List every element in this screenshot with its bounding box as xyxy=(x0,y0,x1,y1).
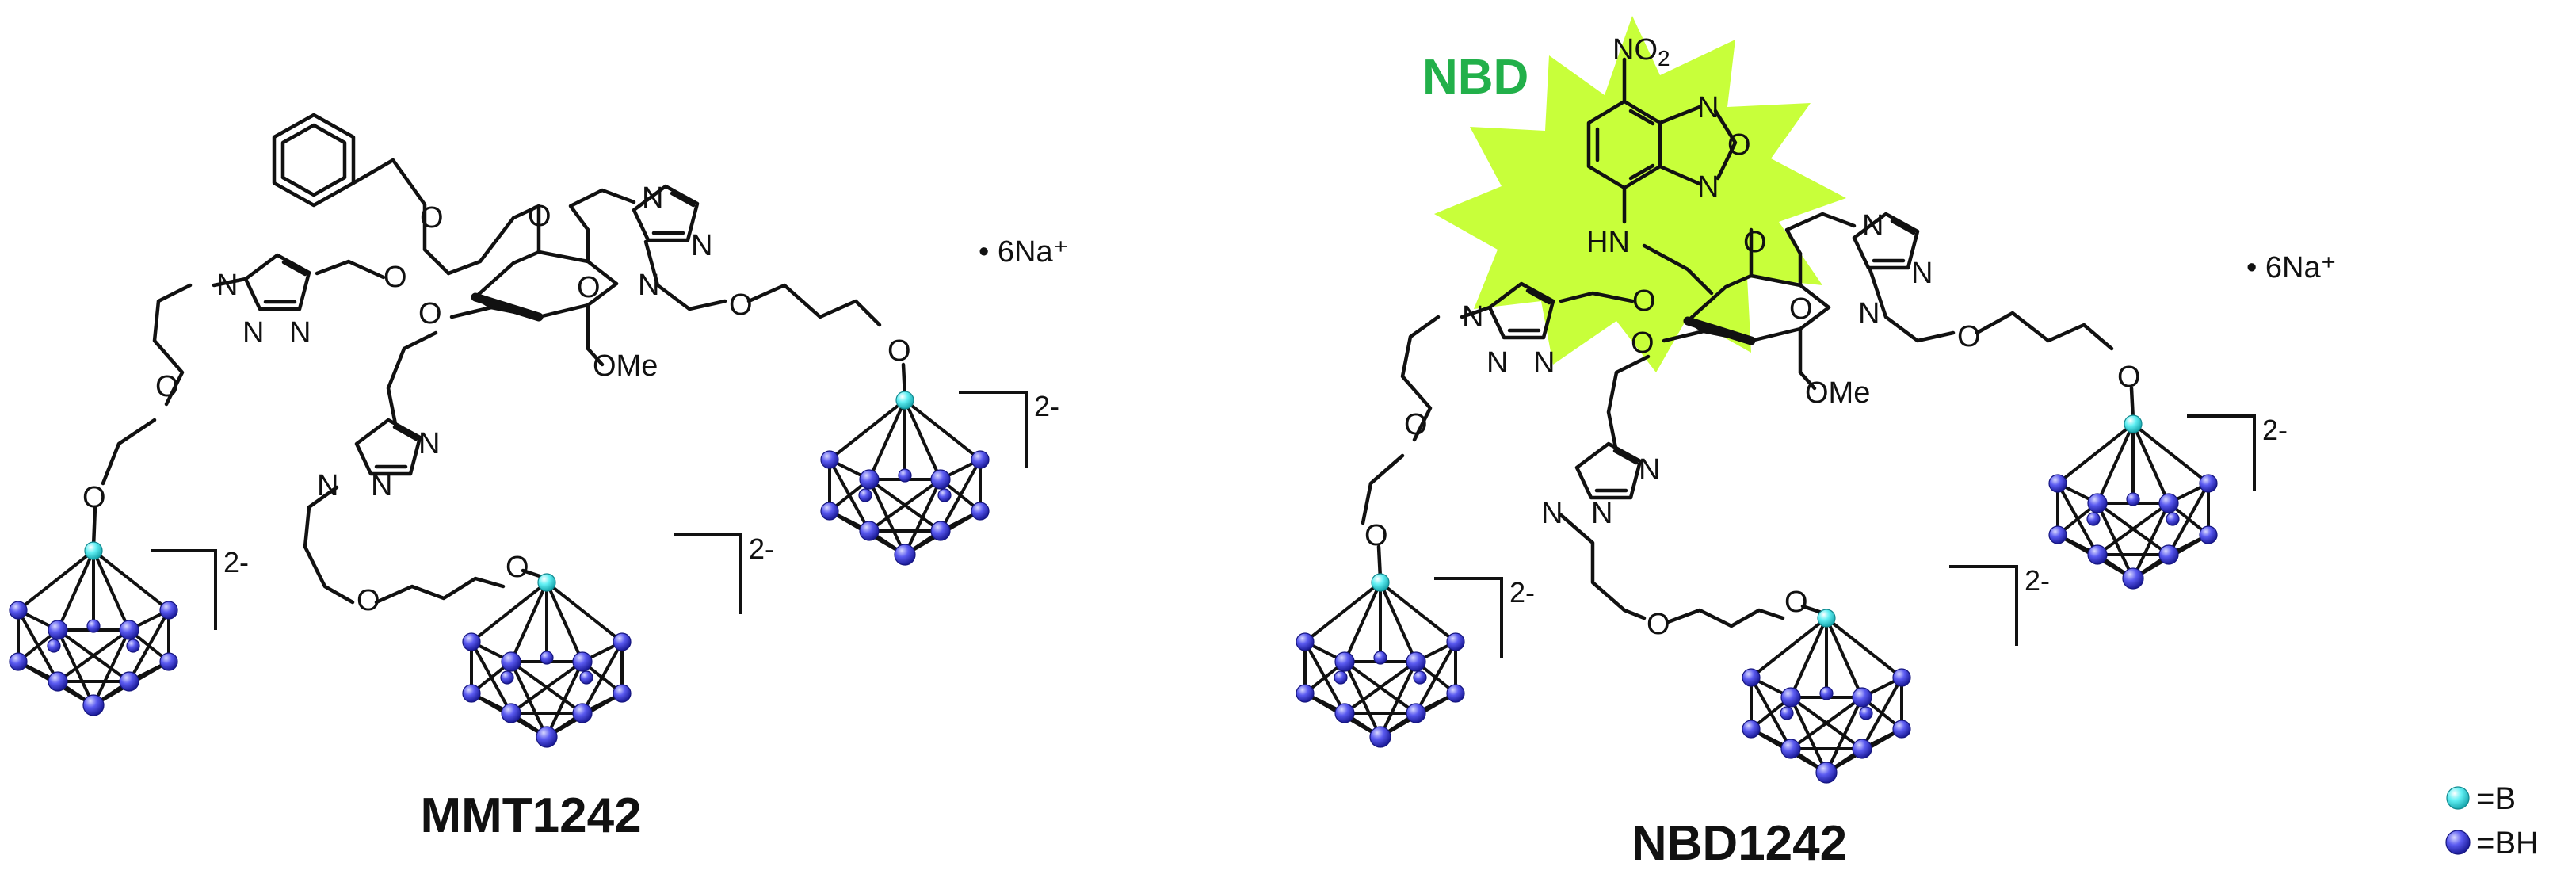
atom-n: N xyxy=(638,269,659,302)
atom-o: O xyxy=(1727,128,1751,162)
molecule-nbd1242: NBD NO2 N O N HN xyxy=(1295,16,2337,871)
atom-o: O xyxy=(1404,408,1428,441)
atom-o: O xyxy=(1364,519,1388,552)
atom-o: O xyxy=(420,201,444,235)
middle-arm xyxy=(1559,370,1829,628)
atom-n: N xyxy=(216,269,238,302)
atom-n: N xyxy=(1462,300,1483,334)
molecule-mmt1242: O O O O O OMe N N N O O 2- N xyxy=(8,113,1069,843)
atom-o: O xyxy=(155,370,179,403)
atom-n: N xyxy=(289,316,311,349)
atom-n: N xyxy=(242,316,264,349)
atom-o: O xyxy=(1632,284,1656,318)
carborane-cage xyxy=(8,540,179,717)
atom-o: O xyxy=(729,288,753,322)
cage-charge: 2- xyxy=(1509,576,1535,609)
atom-n: N xyxy=(1697,170,1719,204)
atom-ome: OMe xyxy=(593,349,658,383)
left-arm xyxy=(1361,284,1635,581)
atom-o: O xyxy=(2117,361,2141,394)
atom-n: N xyxy=(371,469,392,502)
atom-o: O xyxy=(82,481,106,514)
carborane-cage xyxy=(819,390,990,567)
legend-bh-label: =BH xyxy=(2476,826,2539,861)
carborane-cage xyxy=(461,572,632,749)
benzyl-group xyxy=(272,113,451,276)
nitro-label: NO2 xyxy=(1612,33,1670,71)
left-arm xyxy=(91,255,386,549)
carborane-cage xyxy=(1741,608,1912,784)
cage-charge: 2- xyxy=(2262,414,2288,446)
atom-n: N xyxy=(691,229,712,262)
atom-o: O xyxy=(887,334,911,368)
cage-charge: 2- xyxy=(2025,564,2050,597)
right-arm xyxy=(1784,212,2135,422)
bh-marker xyxy=(2445,830,2471,855)
atom-n: N xyxy=(317,469,338,502)
atom-hn: HN xyxy=(1586,226,1630,259)
compound-name: NBD1242 xyxy=(1631,816,1847,871)
cage-charge: 2- xyxy=(749,533,774,565)
atom-o: O xyxy=(528,200,551,233)
atom-o: O xyxy=(577,271,601,304)
mannose-ring xyxy=(1614,227,1831,391)
atom-o: O xyxy=(1784,586,1808,619)
atom-o: O xyxy=(1957,320,1981,353)
atom-n: N xyxy=(1639,453,1660,487)
atom-o: O xyxy=(384,261,407,294)
atom-n: N xyxy=(1486,346,1508,380)
atom-ome: OMe xyxy=(1805,376,1870,410)
legend: =B =BH xyxy=(2445,781,2539,861)
atom-o: O xyxy=(357,584,380,617)
atom-o: O xyxy=(506,551,529,584)
atom-o: O xyxy=(1789,292,1813,326)
atom-n: N xyxy=(1591,497,1612,530)
atom-n: N xyxy=(418,427,440,460)
counterion-label: • 6Na⁺ xyxy=(2246,251,2337,284)
carborane-cage xyxy=(1295,572,1466,749)
atom-o: O xyxy=(418,297,442,330)
atom-n: N xyxy=(1697,91,1719,124)
legend-boron-label: =B xyxy=(2476,781,2516,816)
atom-n: N xyxy=(1541,497,1563,530)
atom-n: N xyxy=(1911,257,1933,290)
fluorophore-label: NBD xyxy=(1422,50,1528,105)
right-arm xyxy=(568,186,907,399)
mannose-ring xyxy=(402,204,619,367)
atom-o: O xyxy=(1631,326,1654,360)
atom-n: N xyxy=(1862,209,1883,242)
compound-name: MMT1242 xyxy=(420,788,641,843)
nbd-fluorophore: NBD xyxy=(1422,16,1846,372)
cage-charge: 2- xyxy=(1034,390,1059,422)
counterion-label: • 6Na⁺ xyxy=(979,235,1069,269)
carborane-cage xyxy=(2047,414,2219,590)
middle-arm xyxy=(303,346,549,605)
atom-n: N xyxy=(642,181,663,215)
atom-n: N xyxy=(1533,346,1555,380)
cage-charge: 2- xyxy=(223,546,249,578)
boron-marker xyxy=(2446,786,2470,810)
atom-n: N xyxy=(1858,297,1880,330)
atom-o: O xyxy=(1743,226,1767,259)
fluorescence-burst xyxy=(1434,16,1846,372)
atom-o: O xyxy=(1647,608,1670,641)
